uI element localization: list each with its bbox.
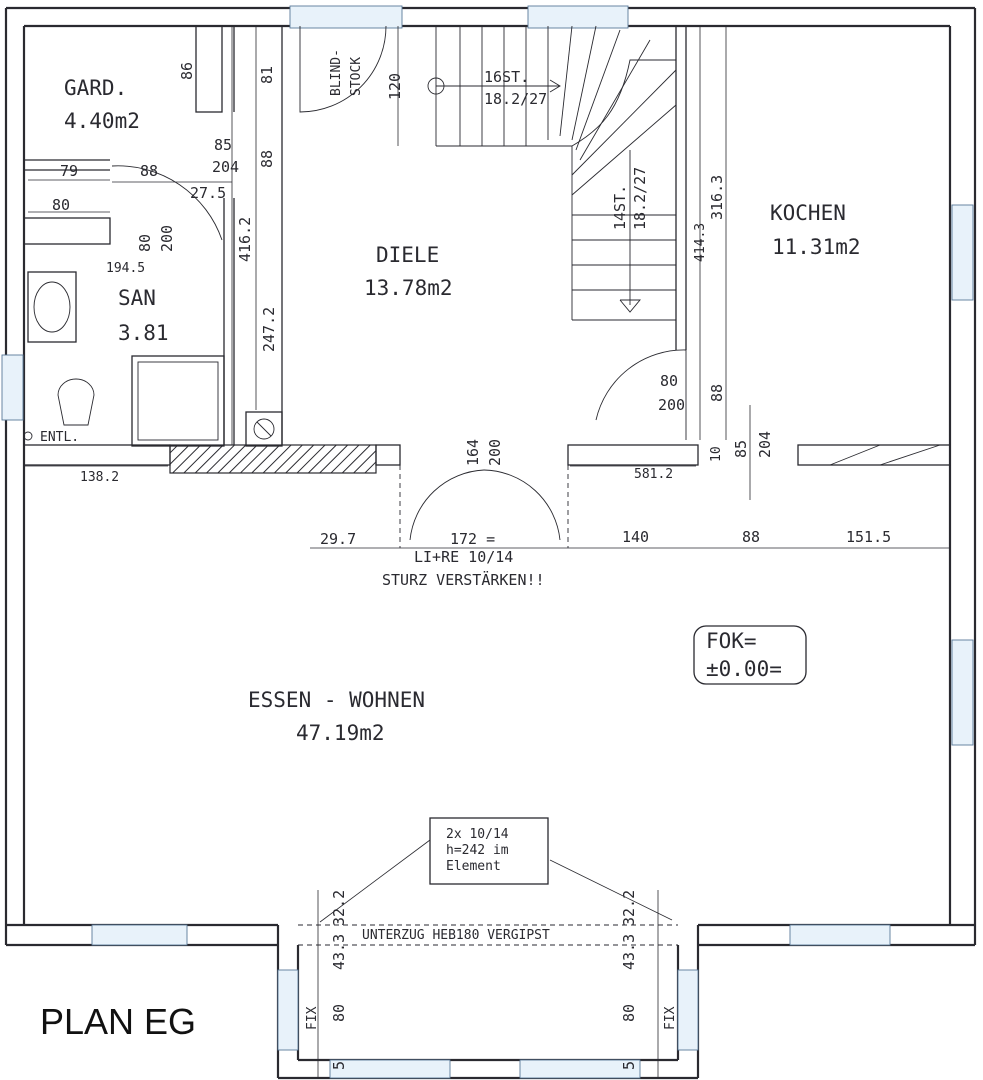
room-essen-area: 47.19m2 <box>296 721 385 745</box>
dim-200-door: 200 <box>158 225 176 252</box>
dim-204-kitchen: 204 <box>756 431 774 458</box>
room-kochen-name: KOCHEN <box>770 201 846 225</box>
interior-walls <box>23 25 951 474</box>
dim-316-3: 316.3 <box>708 175 726 220</box>
dim-138-2: 138.2 <box>80 470 119 485</box>
room-san-name: SAN <box>118 286 156 310</box>
label-lintel-2: STURZ VERSTÄRKEN!! <box>382 570 545 589</box>
dim-151-5: 151.5 <box>846 528 891 546</box>
label-note-1: 2x 10/14 <box>446 827 509 842</box>
label-note-2: h=242 im <box>446 843 509 858</box>
dim-81: 81 <box>258 66 276 84</box>
dim-88-top: 88 <box>258 150 276 168</box>
dim-32-2-right: 32.2 <box>620 890 638 926</box>
stair-upper-count: 16ST. <box>484 68 529 86</box>
stair-lower-count: 14ST. <box>611 185 629 230</box>
label-entl: ENTL. <box>40 430 79 445</box>
dim-79: 79 <box>60 162 78 180</box>
dim-80-door: 80 <box>136 234 154 252</box>
dim-85-top: 85 <box>214 136 232 154</box>
plan-title: PLAN EG <box>40 1001 196 1042</box>
dim-80-kitchen: 80 <box>660 372 678 390</box>
dim-5-right: 5 <box>620 1061 638 1070</box>
dim-80-right: 80 <box>620 1004 638 1022</box>
room-diele-area: 13.78m2 <box>364 276 453 300</box>
label-fok-2: ±0.00= <box>706 657 782 681</box>
dim-88-row: 88 <box>742 528 760 546</box>
label-fix-right: FIX <box>663 1006 678 1030</box>
dim-43-3-right: 43.3 <box>620 934 638 970</box>
dimension-lines <box>24 26 950 1078</box>
dim-200-kitchen: 200 <box>658 396 685 414</box>
label-lintel-1: LI+RE 10/14 <box>414 548 513 566</box>
label-note-3: Element <box>446 859 501 874</box>
windows <box>1 5 974 1079</box>
dim-86: 86 <box>178 62 196 80</box>
dim-88-kitchen: 88 <box>708 384 726 402</box>
dim-88-san: 88 <box>140 162 158 180</box>
dim-43-3-left: 43.3 <box>330 934 348 970</box>
dim-80-left: 80 <box>330 1004 348 1022</box>
dim-247-2: 247.2 <box>260 307 278 352</box>
fok-box <box>693 625 807 685</box>
label-blindstock-2: STOCK <box>349 57 364 96</box>
dim-85-kitchen: 85 <box>732 440 750 458</box>
dim-10: 10 <box>709 446 724 462</box>
bathroom-fixtures <box>23 271 225 447</box>
dim-140: 140 <box>622 528 649 546</box>
note-box <box>429 817 549 885</box>
dim-172: 172 = <box>450 530 495 548</box>
dim-120: 120 <box>386 73 404 100</box>
dim-581-2: 581.2 <box>634 467 673 482</box>
room-san-area: 3.81 <box>118 321 169 345</box>
staircase <box>427 25 677 321</box>
dim-194-5: 194.5 <box>106 261 145 276</box>
room-kochen-area: 11.31m2 <box>772 235 861 259</box>
doors <box>111 25 687 548</box>
label-blindstock-1: BLIND- <box>329 49 344 96</box>
dim-200-center: 200 <box>486 439 504 466</box>
stair-upper-ratio: 18.2/27 <box>484 90 547 108</box>
dim-27-5: 27.5 <box>190 184 226 202</box>
room-diele-name: DIELE <box>376 243 439 267</box>
dim-32-2-left: 32.2 <box>330 890 348 926</box>
dim-204-top: 204 <box>212 158 239 176</box>
label-fix-left: FIX <box>305 1006 320 1030</box>
dim-414-3: 414.3 <box>693 223 708 262</box>
dim-164: 164 <box>464 439 482 466</box>
dim-29-7: 29.7 <box>320 530 356 548</box>
dim-80-san: 80 <box>52 196 70 214</box>
label-fok-1: FOK= <box>706 629 757 653</box>
dim-5-left: 5 <box>330 1061 348 1070</box>
dim-416-2: 416.2 <box>236 217 254 262</box>
stair-lower-ratio: 18.2/27 <box>631 167 649 230</box>
room-gard-area: 4.40m2 <box>64 109 140 133</box>
room-gard-name: GARD. <box>64 76 127 100</box>
room-essen-name: ESSEN - WOHNEN <box>248 688 425 712</box>
label-beam: UNTERZUG HEB180 VERGIPST <box>362 928 550 943</box>
